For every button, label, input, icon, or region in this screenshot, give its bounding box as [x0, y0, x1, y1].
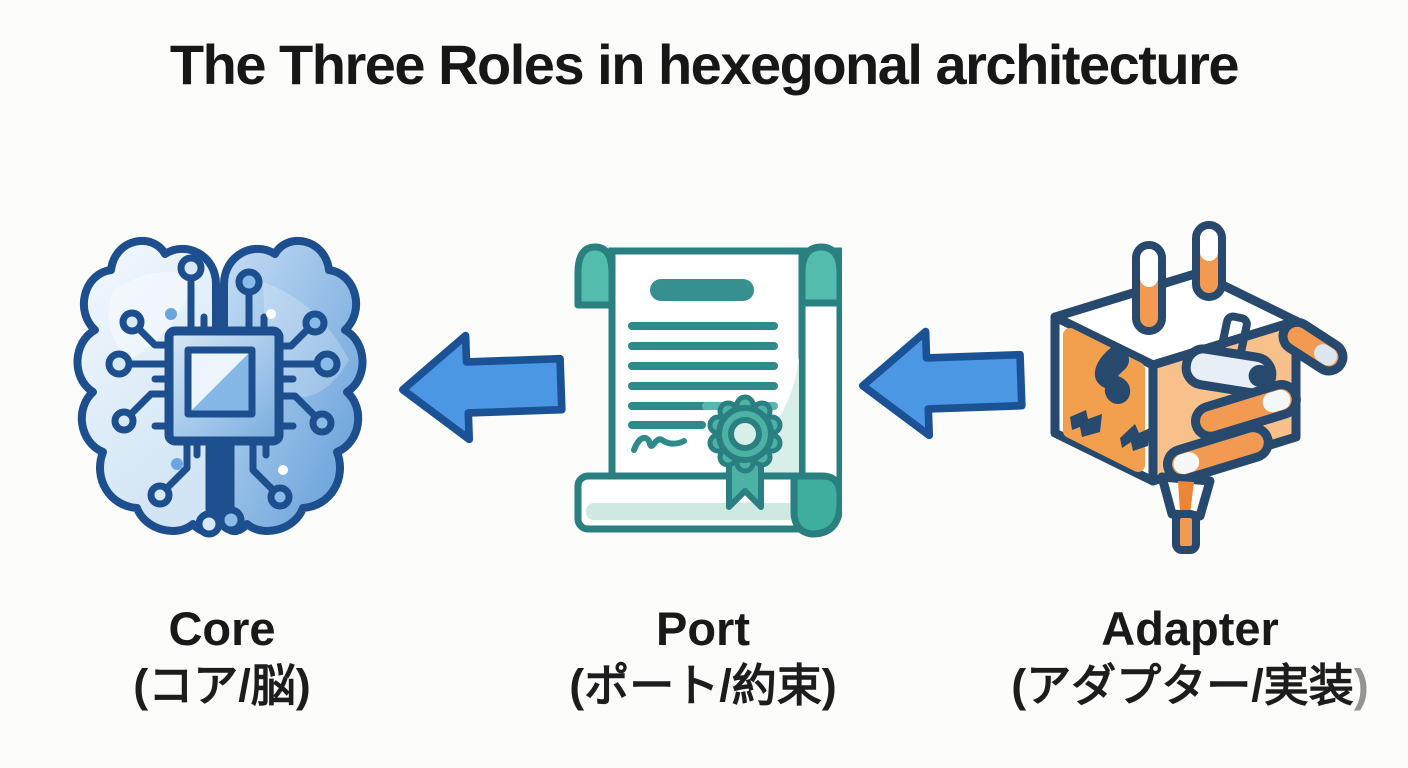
contract-scroll-icon	[574, 243, 842, 538]
adapter-top-pins	[1132, 221, 1226, 335]
circuit-nodes	[105, 254, 341, 538]
adapter-barrel-pin	[1181, 344, 1277, 398]
brain-left-hemisphere	[73, 236, 220, 536]
arrow-port-to-core-icon	[398, 331, 566, 444]
scroll-top-right-curl	[798, 243, 842, 307]
role-subtitle: (アダプター/実装	[1011, 660, 1354, 712]
adapter-cable	[1157, 472, 1215, 554]
cpu-chip	[164, 326, 284, 446]
signature-squiggle	[631, 435, 687, 453]
scroll-top-left-curl	[574, 243, 616, 309]
role-core-label: Core (コア/脳)	[42, 604, 402, 710]
role-name: Adapter	[1101, 602, 1279, 655]
rosette-seal	[707, 394, 783, 474]
role-adapter-label: Adapter (アダプター/実装)	[978, 604, 1402, 710]
role-subtitle: (コア/脳)	[133, 660, 311, 712]
scroll-bottom-right-curl	[790, 472, 842, 538]
adapter-lower-pin-2	[1163, 423, 1273, 484]
power-adapter-icon	[1050, 221, 1348, 554]
arrow-adapter-to-port-icon	[858, 327, 1026, 440]
role-subtitle: (ポート/約束)	[569, 660, 837, 712]
diagram-title: The Three Roles in hexegonal architectur…	[169, 33, 1240, 96]
role-name: Core	[168, 602, 276, 655]
role-name: Port	[656, 602, 750, 655]
brain-right-hemisphere	[220, 236, 367, 536]
brain-circuit-icon	[73, 236, 367, 538]
socket-holes	[1070, 346, 1150, 451]
role-port-label: Port (ポート/約束)	[523, 604, 883, 710]
scroll-bottom-roll	[574, 472, 830, 533]
adapter-corner-pin	[1278, 317, 1348, 376]
document-heading-bar	[650, 279, 754, 301]
